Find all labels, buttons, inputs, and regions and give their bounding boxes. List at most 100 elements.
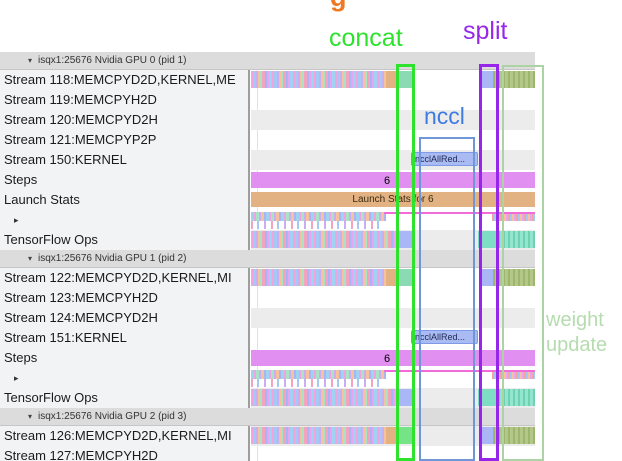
nccl-allreduce-bar[interactable]: ncclAllRed... (411, 330, 478, 344)
nccl-region-rect (419, 137, 475, 461)
track-row: Stream 127:MEMCPYH2D (0, 446, 622, 461)
track-label: Stream 120:MEMCPYD2H (4, 112, 158, 127)
timeline-lane: Launch Stats for 6 (251, 190, 535, 210)
concat-kernel-segment[interactable] (398, 269, 415, 286)
track-row: TensorFlow Ops (0, 388, 622, 408)
gpu-section-title: isqx1:25676 Nvidia GPU 0 (pid 1) (38, 55, 187, 66)
expand-icon[interactable]: ▸ (14, 215, 19, 225)
tf-ops-split-segment[interactable] (478, 389, 498, 406)
track-label: Stream 126:MEMCPYD2D,KERNEL,MI (4, 428, 232, 443)
gpu-section-banner[interactable]: ▾ isqx1:25676 Nvidia GPU 0 (pid 1) (0, 52, 535, 70)
name-scope-pattern[interactable] (251, 212, 386, 221)
track-row: Stream 126:MEMCPYD2D,KERNEL,MI (0, 426, 622, 446)
steps-value: 6 (384, 353, 391, 365)
nccl-annotation-label: nccl (424, 103, 465, 129)
name-scope-step-line (384, 212, 535, 214)
split-kernel-segment[interactable] (480, 71, 493, 88)
split-kernel-segment[interactable] (480, 427, 493, 444)
tf-ops-concat-segment[interactable] (397, 389, 414, 406)
timeline-lane (251, 230, 535, 250)
collapse-icon: ▾ (28, 254, 33, 263)
track-label: ▸TensorFlow Name Scope (0, 368, 250, 388)
timeline-lane: 6 (251, 348, 535, 368)
steps-bar[interactable]: 6 (251, 350, 535, 366)
track-row: Launch Stats Launch Stats for 6 (0, 190, 622, 210)
collapse-icon: ▾ (28, 56, 33, 65)
track-label: Stream 119:MEMCPYH2D (4, 92, 157, 107)
memcpy-segment[interactable] (386, 269, 398, 286)
track-label: Steps (4, 350, 38, 365)
gpu-section-banner[interactable]: ▾ isqx1:25676 Nvidia GPU 1 (pid 2) (0, 250, 535, 268)
track-label: TensorFlow Ops (4, 390, 98, 405)
timeline-lane: ncclAllRed... (251, 328, 535, 348)
timeline-lane: ncclAllRed... (251, 150, 535, 170)
name-scope-right-segment[interactable] (492, 372, 535, 379)
track-row: ▸TensorFlow Name Scope (0, 368, 622, 388)
track-row: Stream 119:MEMCPYH2D (0, 90, 622, 110)
track-label: TensorFlow Ops (4, 232, 98, 247)
track-label: ▸TensorFlow Name Scope (0, 210, 250, 230)
nccl-allreduce-bar[interactable]: ncclAllRed... (411, 152, 478, 166)
timeline-lane (251, 308, 535, 328)
name-scope-pattern[interactable] (251, 370, 386, 379)
launch-stats-bar[interactable]: Launch Stats for 6 (251, 192, 535, 207)
collapse-icon: ▾ (28, 412, 33, 421)
timeline-lane (251, 210, 535, 230)
track-label: Stream 124:MEMCPYD2H (4, 310, 158, 325)
concat-kernel-segment[interactable] (398, 71, 415, 88)
tf-ops-bar[interactable] (251, 231, 397, 248)
gpu-section-title: isqx1:25676 Nvidia GPU 1 (pid 2) (38, 253, 187, 264)
gpu-section-banner[interactable]: ▾ isqx1:25676 Nvidia GPU 2 (pid 3) (0, 408, 535, 426)
track-row: Stream 151:KERNEL ncclAllRed... (0, 328, 622, 348)
weight-update-line1: weight (546, 309, 604, 331)
name-scope-icicles (251, 379, 384, 387)
partial-title-glyph: g (330, 0, 347, 13)
track-label: Stream 121:MEMCPYP2P (4, 132, 157, 147)
split-annotation-label: split (463, 17, 508, 45)
split-kernel-segment[interactable] (480, 269, 493, 286)
track-row: Stream 150:KERNEL ncclAllRed... (0, 150, 622, 170)
kernel-activity-bar[interactable] (251, 269, 386, 286)
memcpy-segment[interactable] (386, 427, 398, 444)
track-label: Launch Stats (4, 192, 80, 207)
gpu-section-title: isqx1:25676 Nvidia GPU 2 (pid 3) (38, 411, 187, 422)
tf-ops-weight-update-segment[interactable] (498, 389, 535, 406)
tf-ops-concat-segment[interactable] (397, 231, 414, 248)
timeline-lane (251, 388, 535, 408)
name-scope-right-segment[interactable] (492, 214, 535, 221)
track-label: Stream 151:KERNEL (4, 330, 127, 345)
track-row: Steps 6 (0, 348, 622, 368)
steps-value: 6 (384, 175, 391, 187)
tf-ops-split-segment[interactable] (478, 231, 498, 248)
kernel-activity-bar[interactable] (251, 71, 386, 88)
timeline-lane (251, 110, 535, 130)
track-label: Stream 127:MEMCPYH2D (4, 448, 158, 461)
track-row: Stream 123:MEMCPYH2D (0, 288, 622, 308)
name-scope-icicles (251, 221, 384, 229)
weight-update-line2: update (546, 334, 608, 356)
track-row: Stream 124:MEMCPYD2H (0, 308, 622, 328)
tf-ops-bar[interactable] (251, 389, 397, 406)
memcpy-segment[interactable] (386, 71, 398, 88)
track-row: ▸TensorFlow Name Scope (0, 210, 622, 230)
kernel-activity-bar[interactable] (251, 427, 386, 444)
track-label: Stream 122:MEMCPYD2D,KERNEL,MI (4, 270, 232, 285)
timeline-lane (251, 368, 535, 388)
split-region-rect (479, 64, 499, 461)
expand-icon[interactable]: ▸ (14, 373, 19, 383)
timeline-lane: 6 (251, 170, 535, 190)
track-label: Stream 150:KERNEL (4, 152, 127, 167)
track-label: Stream 123:MEMCPYH2D (4, 290, 158, 305)
track-row: Stream 121:MEMCPYP2P (0, 130, 622, 150)
track-row: Steps 6 (0, 170, 622, 190)
steps-bar[interactable]: 6 (251, 172, 535, 188)
weight-update-annotation-label: weight update (546, 308, 607, 358)
weight-update-region-rect (502, 65, 544, 461)
track-row: Stream 120:MEMCPYD2H (0, 110, 622, 130)
track-label: Steps (4, 172, 38, 187)
track-label: Stream 118:MEMCPYD2D,KERNEL,ME (4, 72, 236, 87)
concat-kernel-segment[interactable] (398, 427, 415, 444)
tf-ops-weight-update-segment[interactable] (498, 231, 535, 248)
concat-region-rect (396, 64, 415, 461)
